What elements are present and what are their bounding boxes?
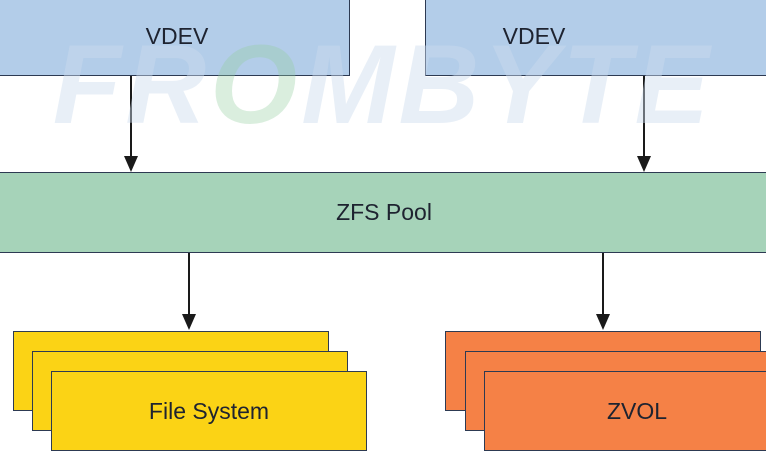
vdev-box-right: VDEV	[425, 0, 766, 76]
zfs-pool-box: ZFS Pool	[0, 172, 766, 253]
file-system-label: File System	[148, 398, 270, 424]
zvol-label: ZVOL	[607, 398, 668, 424]
vdev-label-left: VDEV	[145, 22, 209, 49]
file-system-stack-front: File System	[51, 371, 367, 451]
zfs-pool-label: ZFS Pool	[336, 199, 432, 225]
vdev-label-right: VDEV	[502, 22, 566, 49]
vdev-box-left: VDEV	[0, 0, 350, 76]
zvol-stack-front: ZVOL	[484, 371, 766, 451]
